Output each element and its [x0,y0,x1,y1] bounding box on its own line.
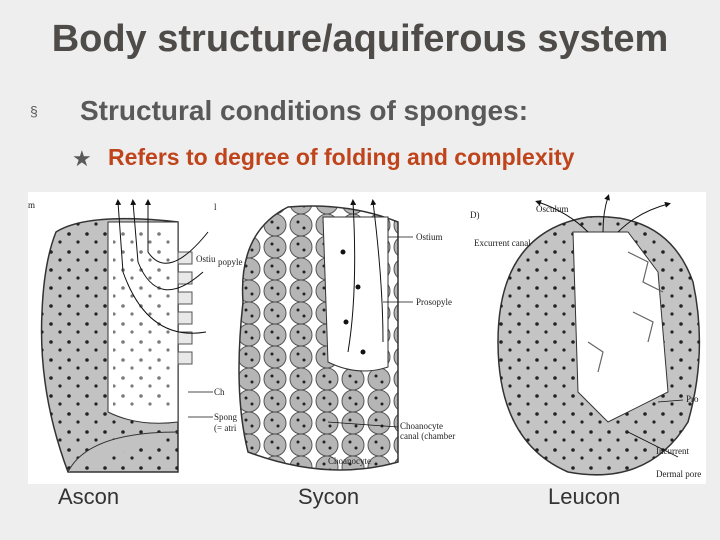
caption-leucon: Leucon [548,484,621,509]
caption-ascon: Ascon [58,484,120,509]
ascon-label-ostium: Ostiu [196,254,216,264]
leucon-label-d: D) [470,210,480,220]
sycon-diagram: Ostium Prosopyle Choanocyte canal (chamb… [238,199,455,471]
slide-title: Body structure/aquiferous system [51,18,669,60]
leucon-diagram: D) Osculum Excurrent canal Pro Incurrent… [470,194,701,479]
sycon-label-prosopyle: Prosopyle [416,297,452,307]
leucon-label-incurrent: Incurrent [656,446,689,456]
leucon-label-excurrent: Excurrent canal [474,238,531,248]
leucon-label-osculum: Osculum [536,204,569,214]
ascon-label-m: m [28,200,35,210]
ascon-label-porocyte: popyle [218,257,243,267]
caption-sycon: Sycon [298,484,360,509]
leucon-label-pro: Pro [686,394,699,404]
ascon-label-spongocoel: Spong [214,412,238,422]
ascon-label-choanocyte: Ch [214,387,225,397]
sub-point: Refers to degree of folding and complexi… [108,144,575,170]
bullet-icon: § [30,103,38,119]
sycon-label-choanocyte: Choanocyte [328,456,371,466]
sycon-label-chamber: canal (chamber [400,431,455,441]
star-bullet-icon: ★ [72,146,92,171]
ascon-label-l: l [214,202,217,212]
leucon-label-dermal-pore: Dermal pore [656,469,701,479]
ascon-label-atrium: (= atri [214,423,237,433]
ascon-diagram: m l Ostiu popyle Ch Spong (= atri [28,199,243,473]
sycon-label-choanocyte-canal: Choanocyte [400,421,443,431]
sponge-body-types-diagram: m l Ostiu popyle Ch Spong (= atri Ostium… [28,192,706,484]
main-point: Structural conditions of sponges: [80,95,529,126]
sycon-label-ostium: Ostium [416,232,443,242]
